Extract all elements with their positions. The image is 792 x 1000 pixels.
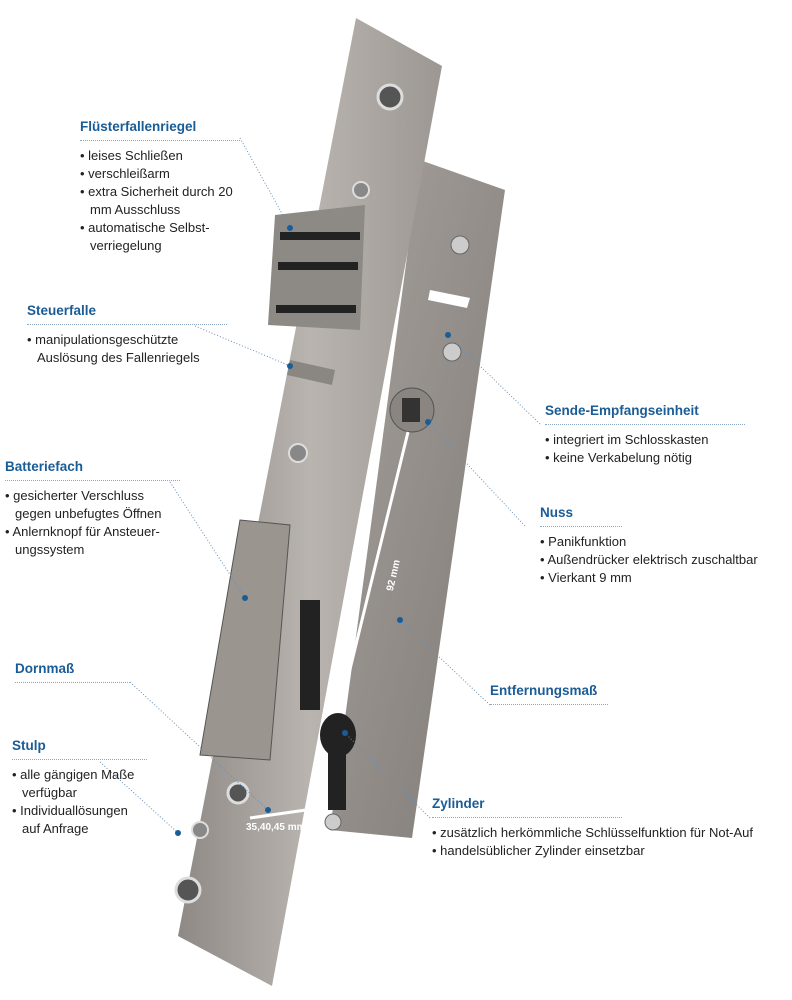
callout-item: Anlernknopf für Ansteuer-ungssystem	[5, 523, 180, 559]
callout-item: handelsüblicher Zylinder einsetzbar	[432, 842, 792, 860]
callout-entfernungsmass: Entfernungsmaß	[490, 682, 608, 711]
callout-title: Nuss	[540, 504, 622, 527]
callout-item: gesicherter Verschluss gegen unbefugtes …	[5, 487, 180, 523]
callout-title: Steuerfalle	[27, 302, 227, 325]
callout-title: Flüsterfallenriegel	[80, 118, 240, 141]
callout-item: automatische Selbst-verriegelung	[80, 219, 240, 255]
callout-title: Dornmaß	[15, 660, 130, 683]
callout-steuerfalle: Steuerfalle manipulationsgeschützte Ausl…	[27, 302, 227, 367]
callout-item: integriert im Schlosskasten	[545, 431, 745, 449]
callout-item: keine Verkabelung nötig	[545, 449, 745, 467]
callout-title: Zylinder	[432, 795, 622, 818]
callout-dots	[175, 225, 451, 836]
callout-title: Entfernungsmaß	[490, 682, 608, 705]
callout-item: alle gängigen Maße verfügbar	[12, 766, 147, 802]
callout-item: manipulationsgeschützte Auslösung des Fa…	[27, 331, 227, 367]
callout-item: Panikfunktion	[540, 533, 790, 551]
control-latch	[287, 360, 335, 385]
dimension-arrows	[249, 431, 410, 820]
callout-dornmass: Dornmaß	[15, 660, 130, 689]
callout-title: Stulp	[12, 737, 147, 760]
callout-fluesterfallenriegel: Flüsterfallenriegel leises Schließen ver…	[80, 118, 240, 255]
callout-batteriefach: Batteriefach gesicherter Verschluss gege…	[5, 458, 180, 559]
cylinder-hole	[320, 713, 356, 810]
callout-item: extra Sicherheit durch 20 mm Ausschluss	[80, 183, 240, 219]
callout-nuss: Nuss Panikfunktion Außendrücker elektris…	[540, 504, 790, 587]
callout-item: Individuallösungen auf Anfrage	[12, 802, 147, 838]
callout-title: Batteriefach	[5, 458, 180, 481]
backset-dimension-label: 35,40,45 mm	[246, 822, 306, 833]
callout-item: Vierkant 9 mm	[540, 569, 790, 587]
battery-compartment	[199, 519, 320, 761]
callout-item: leises Schließen	[80, 147, 240, 165]
follower-hub	[389, 387, 435, 433]
latch-bolt	[268, 205, 365, 330]
callout-item: Außendrücker elektrisch zuschaltbar	[540, 551, 790, 569]
callout-title: Sende-Empfangseinheit	[545, 402, 745, 425]
leader-lines	[99, 137, 541, 834]
lock-case	[324, 160, 505, 838]
callout-sende-empfangseinheit: Sende-Empfangseinheit integriert im Schl…	[545, 402, 745, 467]
callout-zylinder: Zylinder zusätzlich herkömmliche Schlüss…	[432, 795, 792, 860]
callout-stulp: Stulp alle gängigen Maße verfügbar Indiv…	[12, 737, 147, 838]
callout-item: zusätzlich herkömmliche Schlüsselfunktio…	[432, 824, 792, 842]
callout-item: verschleißarm	[80, 165, 240, 183]
